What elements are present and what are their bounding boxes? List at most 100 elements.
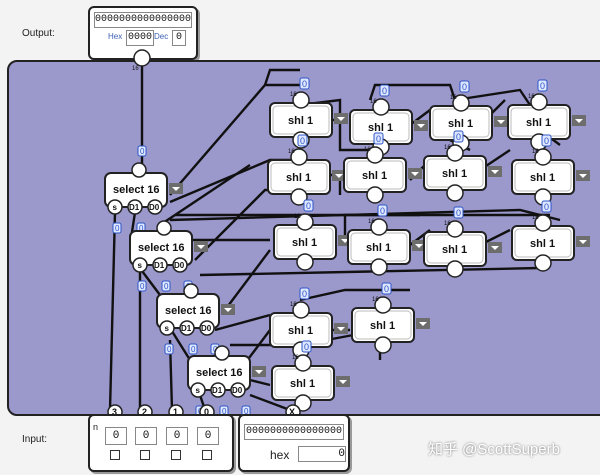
zero-value-badge — [459, 80, 470, 93]
shift-left-label: shl 1 — [366, 242, 391, 254]
bus-width-label: 16 — [450, 95, 457, 101]
input-bit-field-2[interactable]: 0 — [135, 427, 157, 445]
wire — [249, 393, 291, 412]
wire — [299, 288, 410, 302]
shift-left-label: shl 1 — [290, 378, 315, 390]
bus-width-label: 16 — [364, 147, 371, 153]
input-hex-panel: 0000000000000000 hex 0 — [238, 414, 350, 472]
input-bit-field-1[interactable]: 0 — [166, 427, 188, 445]
input-n-label: n — [93, 422, 99, 432]
select-16-block[interactable]: select 16sD1D0000 — [104, 162, 183, 234]
select-16-block[interactable]: select 16sD1D0000 — [187, 345, 266, 417]
wire — [224, 249, 271, 311]
zero-value-badge — [453, 206, 464, 219]
svg-text:0: 0 — [302, 289, 307, 299]
select-pin-s-label: s — [138, 261, 143, 270]
zero-value-badge — [161, 280, 171, 292]
shift-left-block[interactable]: shl 1 16 0 — [511, 134, 590, 206]
select-16-block[interactable]: select 16sD1D0000 — [156, 283, 235, 355]
select-pin-d0-label: D0 — [232, 386, 243, 395]
input-bit-checkbox-1[interactable] — [171, 450, 181, 460]
svg-text:0: 0 — [139, 224, 144, 233]
bus-width-label: 16 — [532, 149, 539, 155]
shift-left-label: shl 1 — [530, 172, 555, 184]
zero-value-badge — [379, 84, 390, 97]
input-bit-label-3: 3 — [112, 407, 117, 417]
input-bit-label-1: 1 — [173, 407, 178, 417]
shift-left-block[interactable]: shl 1 16 0 — [511, 200, 590, 272]
zero-value-badge — [381, 282, 392, 295]
output-hex-label: Hex — [108, 32, 123, 41]
zero-value-badge — [299, 77, 310, 90]
select-16-label: select 16 — [196, 367, 242, 379]
select-pin-s-label: s — [165, 324, 170, 333]
wire — [214, 313, 271, 332]
bus-width-label: 16 — [370, 99, 377, 105]
input-bit-field-0[interactable]: 0 — [197, 427, 219, 445]
input-label: Input: — [22, 434, 48, 445]
select-16-block[interactable]: select 16sD1D0000 — [129, 220, 208, 292]
input-bit-label-2: 2 — [142, 407, 147, 417]
input-hex-field[interactable]: 0 — [298, 446, 346, 462]
select-pin-s-label: s — [113, 203, 118, 212]
select-pin-d0-label: D0 — [174, 261, 185, 270]
svg-text:0: 0 — [140, 147, 145, 156]
shift-left-label: shl 1 — [530, 238, 555, 250]
svg-text:0: 0 — [544, 202, 549, 212]
select-pin-d1-label: D1 — [212, 386, 223, 395]
input-binary-field[interactable]: 0000000000000000 — [244, 424, 344, 440]
select-pin-d1-label: D1 — [181, 324, 192, 333]
svg-text:0: 0 — [115, 224, 120, 233]
input-bit-checkbox-3[interactable] — [110, 450, 120, 460]
output-dec-field[interactable]: 0 — [172, 30, 186, 46]
bus-width-label: 16 — [444, 221, 451, 227]
output-input-port — [133, 49, 151, 67]
zero-value-badge — [301, 340, 312, 353]
output-label: Output: — [22, 28, 55, 39]
select-pin-s-label: s — [196, 386, 201, 395]
select-16-label: select 16 — [113, 184, 159, 196]
select-pin-d0-label: D0 — [149, 203, 160, 212]
bus-width-label: 16 — [368, 219, 375, 225]
input-bit-field-3[interactable]: 0 — [105, 427, 127, 445]
bus-width-label: 16 — [444, 145, 451, 151]
output-hex-field[interactable]: 0000 — [126, 30, 154, 46]
input-bit-checkbox-0[interactable] — [202, 450, 212, 460]
zero-value-badge — [299, 287, 310, 300]
bus-width-label: 16 — [292, 355, 299, 361]
svg-text:0: 0 — [382, 86, 387, 96]
wire — [199, 266, 541, 277]
svg-text:0: 0 — [456, 208, 461, 218]
zero-value-badge — [297, 134, 308, 147]
wire — [108, 211, 117, 411]
svg-text:0: 0 — [222, 407, 227, 416]
svg-text:0: 0 — [376, 134, 381, 144]
input-bit-checkbox-2[interactable] — [140, 450, 150, 460]
svg-text:0: 0 — [544, 136, 549, 146]
shift-left-label: shl 1 — [292, 237, 317, 249]
select-pin-d1-label: D1 — [129, 203, 140, 212]
wire — [263, 68, 300, 86]
zero-value-badge — [377, 204, 388, 217]
bus-width-label: 16 — [532, 215, 539, 221]
zero-value-badge — [188, 343, 198, 355]
output-dec-label: Dec — [154, 32, 169, 41]
zero-value-badge — [112, 222, 122, 234]
bus-width-label: 16 — [290, 92, 297, 98]
zero-value-badge — [303, 199, 314, 212]
svg-text:0: 0 — [140, 282, 145, 291]
shift-left-label: shl 1 — [526, 117, 551, 129]
